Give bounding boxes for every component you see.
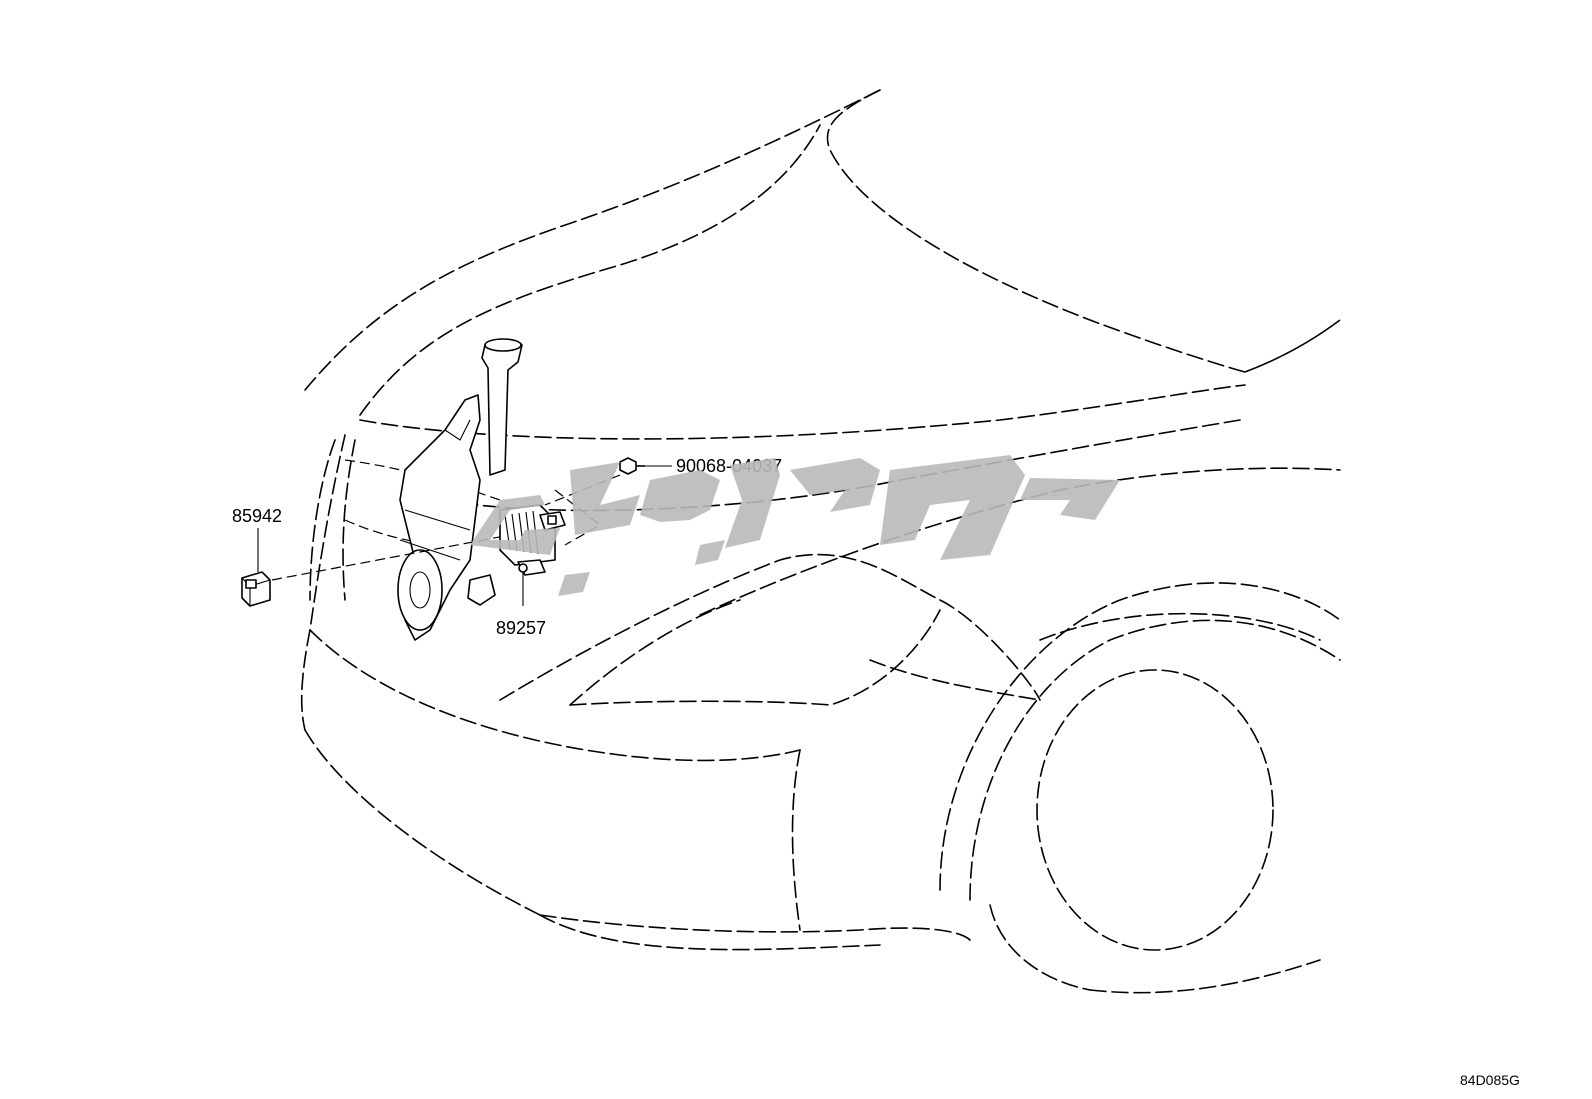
watermark-logo bbox=[470, 455, 1120, 596]
car-body-outline bbox=[300, 89, 1341, 951]
part-85942-drawing[interactable] bbox=[241, 571, 271, 607]
part-90068-drawing[interactable] bbox=[619, 457, 645, 475]
install-line-85942 bbox=[271, 534, 511, 581]
install-line-90068 bbox=[544, 474, 621, 506]
diagram-code: 84D085G bbox=[1460, 1072, 1520, 1088]
front-wheel bbox=[939, 582, 1341, 994]
install-guide-89257 bbox=[554, 489, 602, 546]
part-label-85942: 85942 bbox=[232, 506, 282, 526]
part-label-89257: 89257 bbox=[496, 618, 546, 638]
washer-tank-assembly bbox=[397, 338, 523, 641]
